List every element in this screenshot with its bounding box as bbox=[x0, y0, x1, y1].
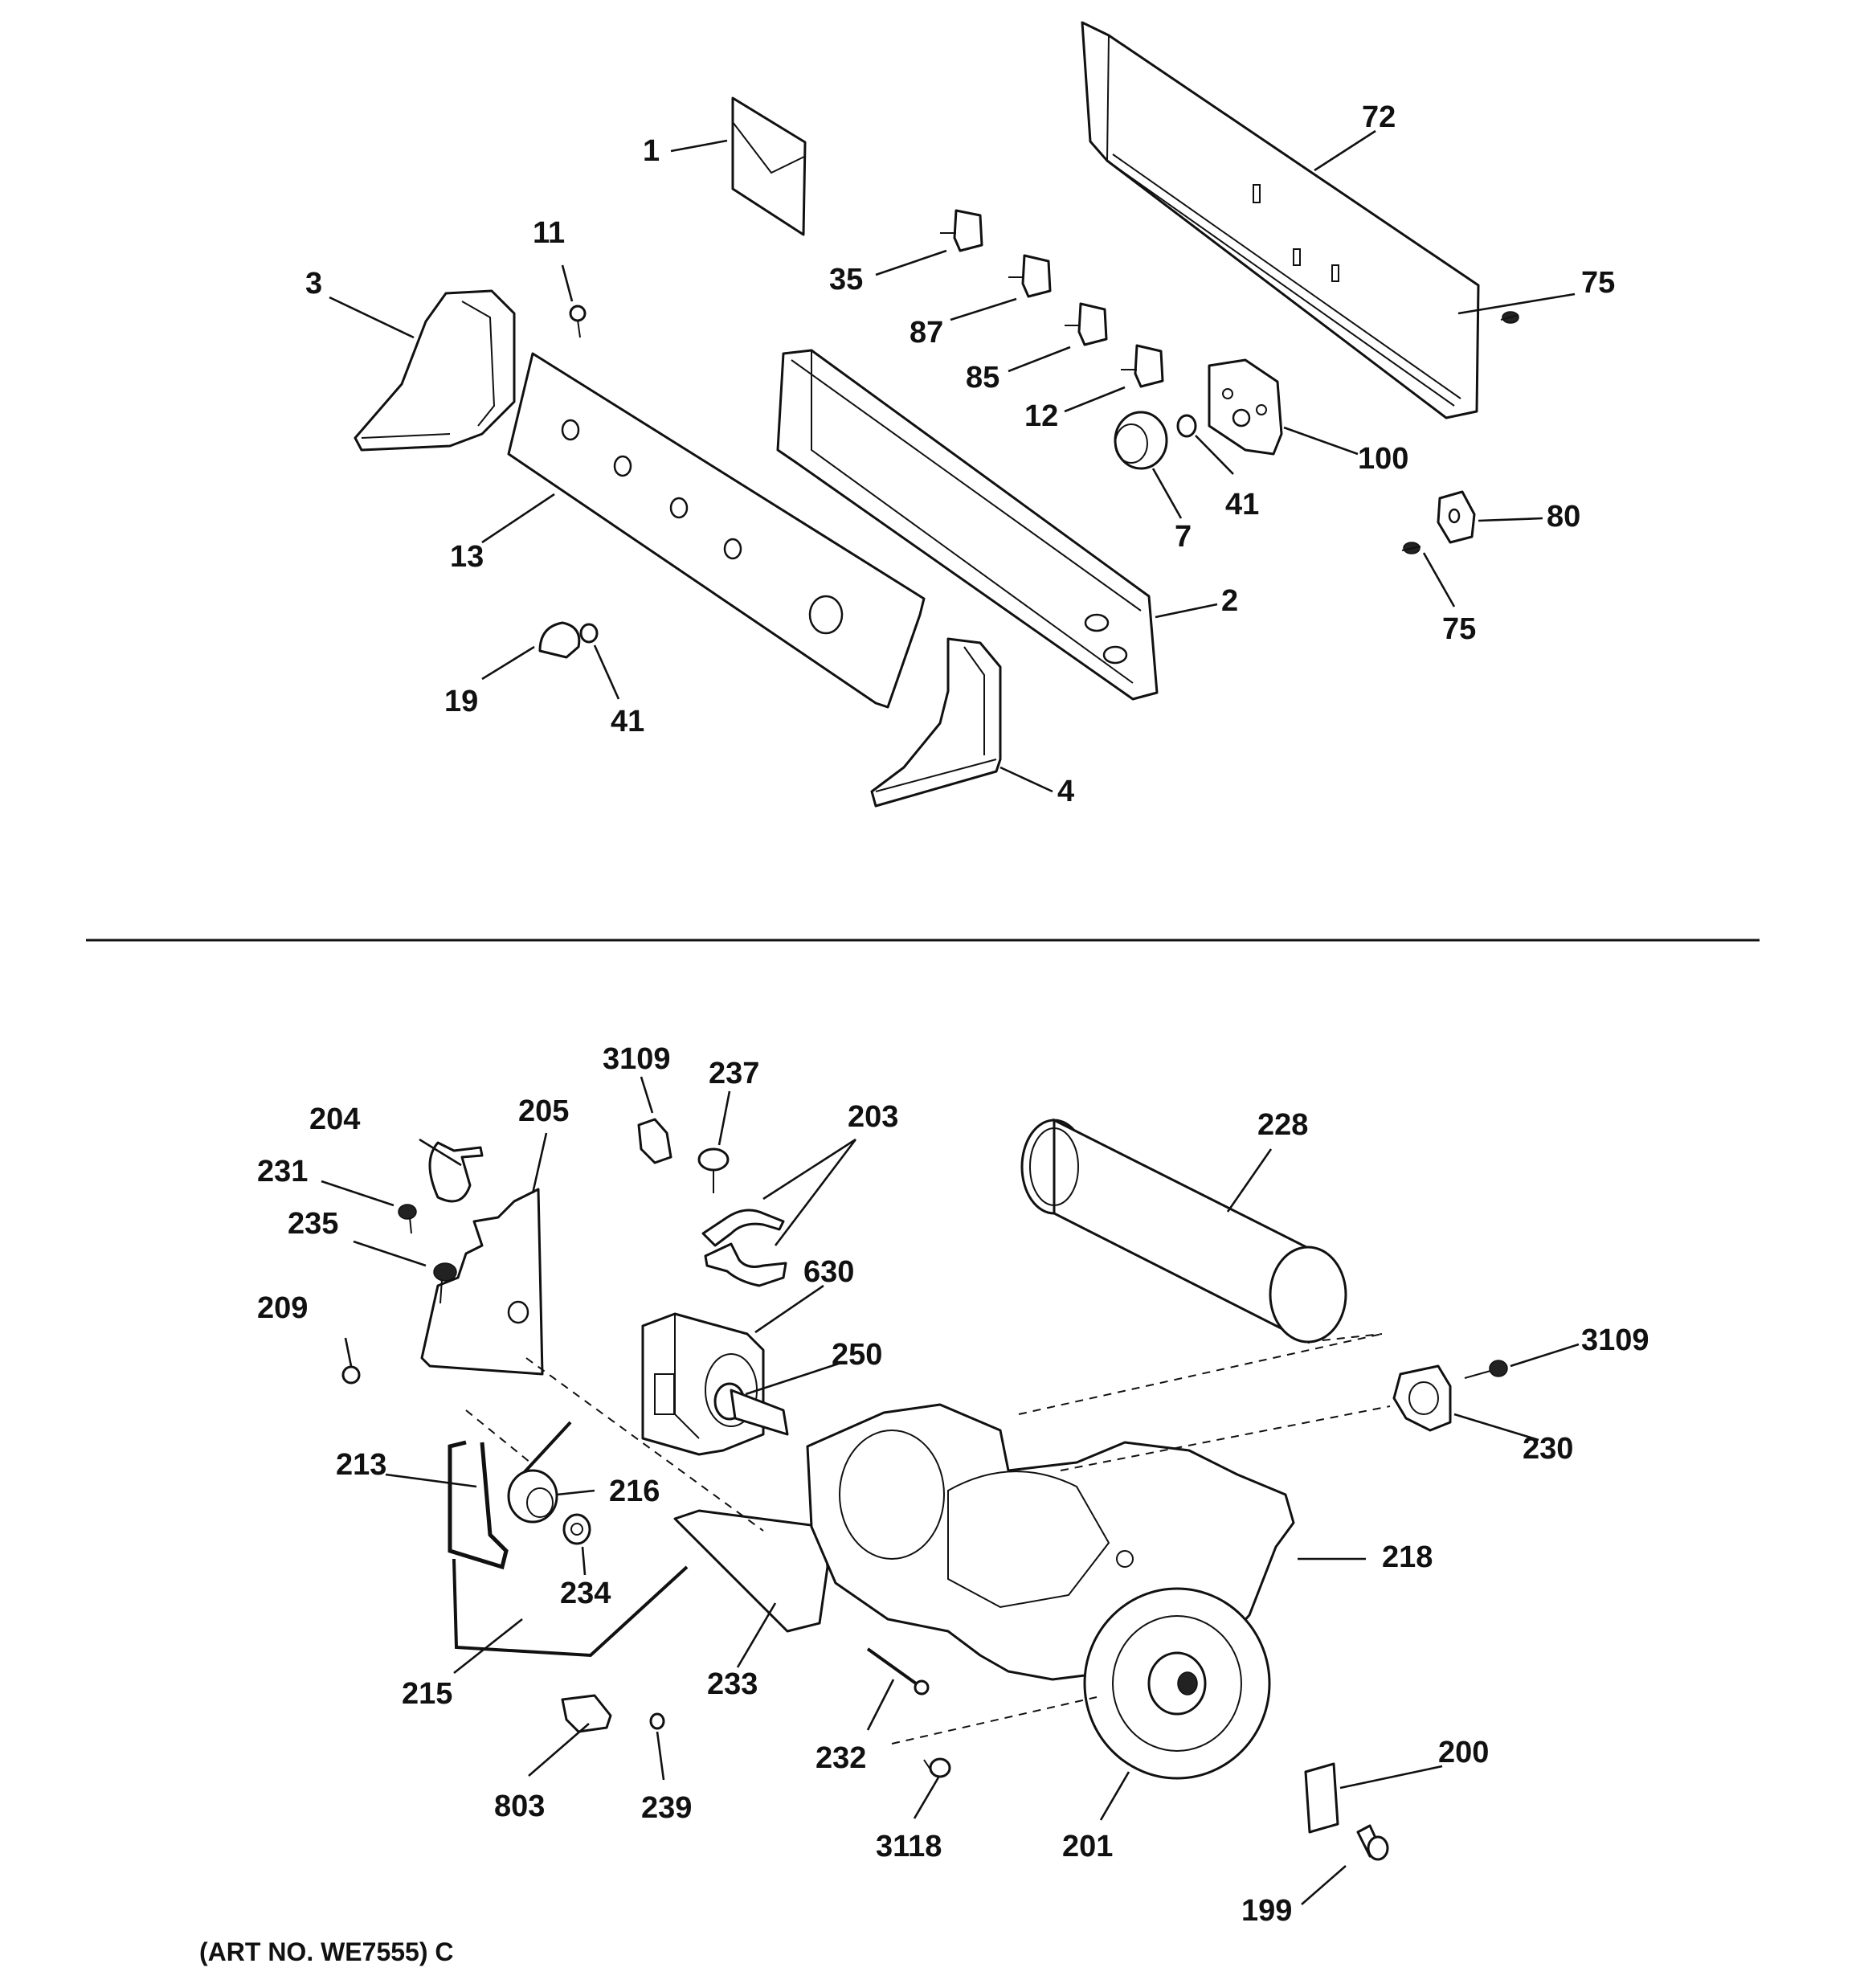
lower-callout-labels: 3109 237 203 228 204 205 231 235 630 209… bbox=[257, 1042, 1649, 1928]
callout-75b: 75 bbox=[1442, 612, 1476, 646]
callout-100: 100 bbox=[1358, 442, 1408, 476]
callout-41b: 41 bbox=[611, 705, 644, 738]
part-3109-screw-right bbox=[1464, 1360, 1508, 1379]
callout-230: 230 bbox=[1523, 1432, 1573, 1466]
art-number: (ART NO. WE7555) C bbox=[199, 1937, 453, 1966]
callout-250: 250 bbox=[832, 1338, 882, 1372]
part-85-switch bbox=[1065, 302, 1108, 346]
callout-19: 19 bbox=[444, 685, 478, 718]
part-232-screw bbox=[866, 1647, 930, 1696]
upper-callout-labels: 1 72 11 3 35 75 87 85 12 100 41 7 80 13 … bbox=[305, 100, 1615, 808]
callout-237: 237 bbox=[709, 1057, 759, 1090]
part-3-left-end-cap bbox=[354, 289, 516, 452]
part-7-knob bbox=[1114, 411, 1168, 470]
callout-7: 7 bbox=[1175, 520, 1192, 554]
part-12-switch bbox=[1121, 344, 1164, 388]
part-11-screw bbox=[569, 305, 587, 338]
callout-3: 3 bbox=[305, 267, 322, 301]
part-4-right-end-bracket bbox=[870, 637, 1002, 808]
part-231-screw bbox=[398, 1204, 417, 1234]
part-35-switch bbox=[940, 209, 983, 252]
callout-75a: 75 bbox=[1581, 266, 1615, 300]
callout-80: 80 bbox=[1547, 500, 1580, 534]
callout-232: 232 bbox=[816, 1741, 866, 1775]
callout-216: 216 bbox=[609, 1475, 660, 1508]
part-75-screw-upper bbox=[1500, 311, 1519, 324]
callout-3109b: 3109 bbox=[1581, 1323, 1649, 1357]
callout-85: 85 bbox=[966, 361, 999, 395]
callout-218: 218 bbox=[1382, 1540, 1433, 1574]
callout-200: 200 bbox=[1438, 1736, 1489, 1769]
part-203-clamp-lower bbox=[704, 1242, 787, 1287]
part-199-screw bbox=[1356, 1824, 1389, 1861]
part-100-timer bbox=[1208, 358, 1283, 456]
part-803-switch bbox=[561, 1694, 612, 1733]
callout-228: 228 bbox=[1257, 1108, 1308, 1142]
callout-234: 234 bbox=[560, 1577, 611, 1610]
callout-239: 239 bbox=[641, 1791, 692, 1825]
part-237-screw bbox=[697, 1147, 730, 1193]
callout-203: 203 bbox=[848, 1100, 898, 1134]
part-75-screw-lower bbox=[1401, 542, 1421, 554]
part-1-envelope bbox=[731, 96, 807, 236]
part-215-idler-spring bbox=[452, 1558, 689, 1658]
callout-87: 87 bbox=[910, 316, 943, 350]
part-216-idler-pulley bbox=[507, 1469, 558, 1524]
part-13-control-panel bbox=[507, 352, 926, 709]
part-233-motor-base bbox=[673, 1509, 829, 1633]
callout-204: 204 bbox=[309, 1102, 360, 1136]
part-630-drive-motor bbox=[641, 1312, 765, 1456]
callout-205: 205 bbox=[518, 1094, 569, 1128]
callout-215: 215 bbox=[402, 1677, 452, 1711]
lower-leader-lines bbox=[321, 1076, 1580, 1905]
part-41-clip-lower bbox=[579, 623, 599, 644]
callout-4: 4 bbox=[1057, 775, 1074, 808]
part-213-idler-arm bbox=[448, 1421, 572, 1570]
part-87-switch bbox=[1008, 254, 1052, 298]
callout-213: 213 bbox=[336, 1448, 386, 1482]
part-41-clip-upper bbox=[1176, 414, 1197, 438]
callout-803: 803 bbox=[494, 1790, 545, 1823]
part-204-wire-clip bbox=[428, 1141, 484, 1203]
callout-3109a: 3109 bbox=[603, 1042, 671, 1076]
callout-235: 235 bbox=[288, 1207, 338, 1241]
callout-12: 12 bbox=[1024, 399, 1058, 433]
callout-35: 35 bbox=[829, 263, 863, 297]
part-228-duct-tube bbox=[1020, 1118, 1347, 1344]
upper-leader-lines bbox=[329, 129, 1576, 793]
callout-233: 233 bbox=[707, 1667, 758, 1701]
part-235-screw bbox=[433, 1262, 457, 1304]
part-250-pulley bbox=[713, 1382, 789, 1436]
part-201-blower-wheel bbox=[1083, 1587, 1271, 1780]
callout-41a: 41 bbox=[1225, 488, 1259, 522]
part-200-bracket bbox=[1304, 1762, 1339, 1834]
callout-2: 2 bbox=[1221, 584, 1238, 618]
part-3118-screw bbox=[923, 1757, 951, 1778]
callout-209: 209 bbox=[257, 1291, 308, 1325]
part-72-back-panel bbox=[1081, 21, 1480, 419]
callout-13: 13 bbox=[450, 540, 484, 574]
assembly-dashed-lines bbox=[465, 1333, 1391, 1745]
callout-201: 201 bbox=[1062, 1830, 1113, 1863]
callout-231: 231 bbox=[257, 1155, 308, 1188]
callout-199: 199 bbox=[1241, 1894, 1292, 1928]
callout-3118: 3118 bbox=[876, 1830, 942, 1863]
part-205-motor-mount bbox=[420, 1188, 544, 1376]
part-209-nut bbox=[341, 1365, 361, 1385]
part-3109-thermostat-upper bbox=[637, 1118, 672, 1164]
callout-630: 630 bbox=[803, 1255, 854, 1289]
part-203-clamp-upper bbox=[701, 1209, 785, 1247]
part-234-nut bbox=[562, 1513, 591, 1545]
callout-72: 72 bbox=[1362, 100, 1396, 134]
part-230-thermostat bbox=[1392, 1364, 1452, 1432]
part-19-knob bbox=[538, 621, 581, 659]
callout-1: 1 bbox=[643, 134, 660, 168]
part-80-clip bbox=[1437, 490, 1476, 544]
callout-11: 11 bbox=[533, 216, 565, 250]
part-239-screw bbox=[649, 1712, 665, 1730]
part-2-backsplash bbox=[776, 349, 1159, 701]
